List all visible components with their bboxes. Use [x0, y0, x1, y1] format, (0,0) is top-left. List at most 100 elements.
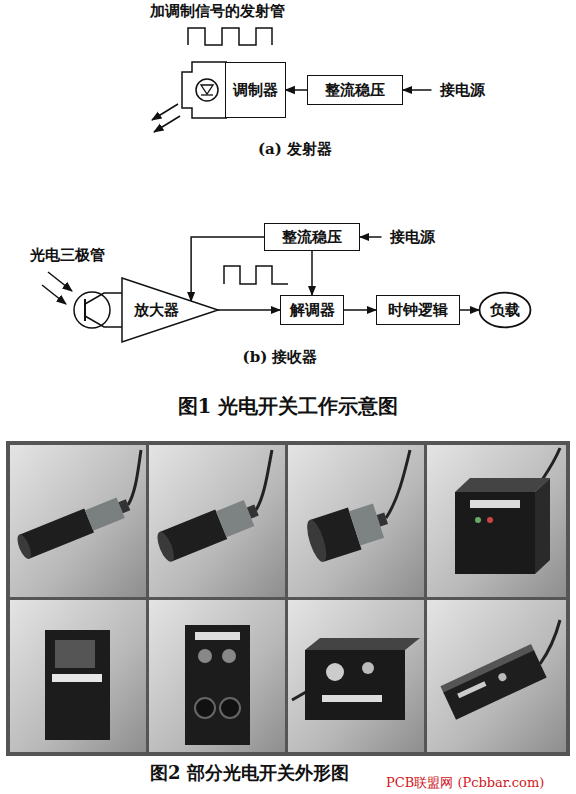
sensor-label — [52, 674, 102, 682]
box-sensor-front — [185, 625, 250, 745]
process-box: 调制器 — [225, 62, 286, 118]
transistor-base — [84, 299, 86, 321]
source-label: 接电源 — [432, 77, 493, 103]
emitter-wire — [85, 316, 122, 327]
sensor-cable — [256, 450, 272, 510]
photo-panel — [149, 600, 285, 752]
emitter-housing — [182, 62, 227, 118]
arrow-connector — [403, 89, 432, 91]
photo-panel — [288, 445, 424, 597]
box-sensor-front — [45, 630, 110, 740]
sensor-end — [247, 504, 259, 518]
photo-panel — [149, 445, 285, 597]
photo-panel — [10, 445, 146, 597]
sensor-dial — [497, 672, 508, 683]
box-sensor-front — [443, 650, 546, 719]
led-symbol — [196, 79, 218, 101]
load-ellipse: 负载 — [479, 292, 531, 328]
sensor-dial — [362, 662, 374, 674]
node-text: 整流稳压 — [325, 81, 385, 99]
sensor-led — [475, 517, 481, 523]
sensor-lens — [15, 533, 34, 561]
cylinder-sensor — [154, 495, 262, 564]
box-sensor-side — [535, 478, 550, 574]
arrow-connector — [191, 237, 264, 301]
light-arrow — [48, 272, 72, 291]
box-sensor-front — [305, 650, 405, 720]
sensor-led — [487, 517, 493, 523]
sensor-lens — [195, 698, 215, 718]
sensor-lens — [154, 530, 177, 564]
sensor-lens — [303, 518, 330, 564]
component-label: 加调制信号的发射管 — [150, 2, 285, 20]
photo-panel — [10, 600, 146, 752]
node-text: 调制器 — [233, 81, 278, 99]
square-wave — [188, 28, 272, 45]
cylinder-sensor — [15, 493, 133, 561]
arrow-connector — [360, 236, 382, 238]
sub-caption: (a) 发射器 — [258, 140, 332, 158]
process-box: 解调器 — [280, 295, 344, 325]
sensor-label — [457, 681, 486, 698]
sensor-window — [55, 640, 95, 668]
component-label: 光电三极管 — [30, 246, 105, 264]
process-box: 整流稳压 — [264, 223, 360, 251]
arrow-connector — [311, 251, 313, 295]
arrow-connector — [460, 309, 479, 311]
node-text: 放大器 — [134, 301, 179, 319]
figure-caption: 图2 部分光电开关外形图 — [150, 762, 349, 784]
node-text: 接电源 — [440, 81, 485, 99]
sensor-dial — [222, 649, 236, 663]
sensor-end — [377, 513, 388, 527]
photo-panel — [427, 600, 566, 752]
box-sensor-top — [455, 478, 550, 492]
ellipse-shape — [480, 293, 531, 328]
node-text: 整流稳压 — [282, 228, 342, 246]
sensor-end — [118, 499, 130, 513]
sensor-clear-body — [349, 504, 384, 546]
box-sensor-front — [455, 492, 535, 574]
sensor-cable — [386, 450, 410, 518]
sensor-cable — [128, 450, 141, 505]
amplifier-triangle: 放大器 — [122, 278, 218, 342]
slim-sensor — [440, 644, 546, 720]
box-sensor-top — [305, 638, 420, 650]
sensor-dial — [198, 649, 212, 663]
source-label: 接电源 — [382, 224, 443, 250]
process-box: 时钟逻辑 — [376, 295, 460, 325]
node-text: 接电源 — [390, 228, 435, 246]
square-wave — [224, 266, 288, 284]
node-text: 解调器 — [290, 301, 335, 319]
diode-bar — [201, 94, 213, 95]
sensor-cable — [540, 620, 560, 664]
figure-caption: 图1 光电开关工作示意图 — [178, 394, 399, 418]
arrow-connector — [344, 309, 376, 311]
phototransistor-symbol — [74, 292, 110, 328]
photo-panel — [427, 445, 566, 597]
sensor-cable — [292, 692, 306, 700]
light-arrow — [152, 104, 178, 120]
watermark: PCB联盟网 (Pcbbar.com) — [386, 775, 544, 791]
diode-triangle — [201, 85, 213, 94]
sensor-lens — [220, 698, 240, 718]
cylinder-sensor — [303, 497, 393, 564]
sensor-label — [322, 695, 382, 702]
collector-wire — [85, 293, 122, 304]
photo-frame — [6, 441, 570, 756]
light-arrow — [154, 116, 180, 132]
sensor-label — [470, 500, 520, 508]
sensor-label — [195, 632, 240, 640]
sensor-cable — [542, 448, 560, 480]
arrow-connector — [218, 309, 280, 311]
process-box: 整流稳压 — [307, 75, 403, 105]
sensor-clear-body — [216, 500, 254, 537]
node-text: 负载 — [490, 301, 520, 319]
sub-caption: (b) 接收器 — [243, 348, 318, 366]
photo-panel — [288, 600, 424, 752]
node-text: 时钟逻辑 — [388, 301, 448, 319]
light-arrow — [42, 285, 66, 304]
triangle-shape — [122, 278, 218, 342]
sensor-dial — [326, 663, 344, 681]
